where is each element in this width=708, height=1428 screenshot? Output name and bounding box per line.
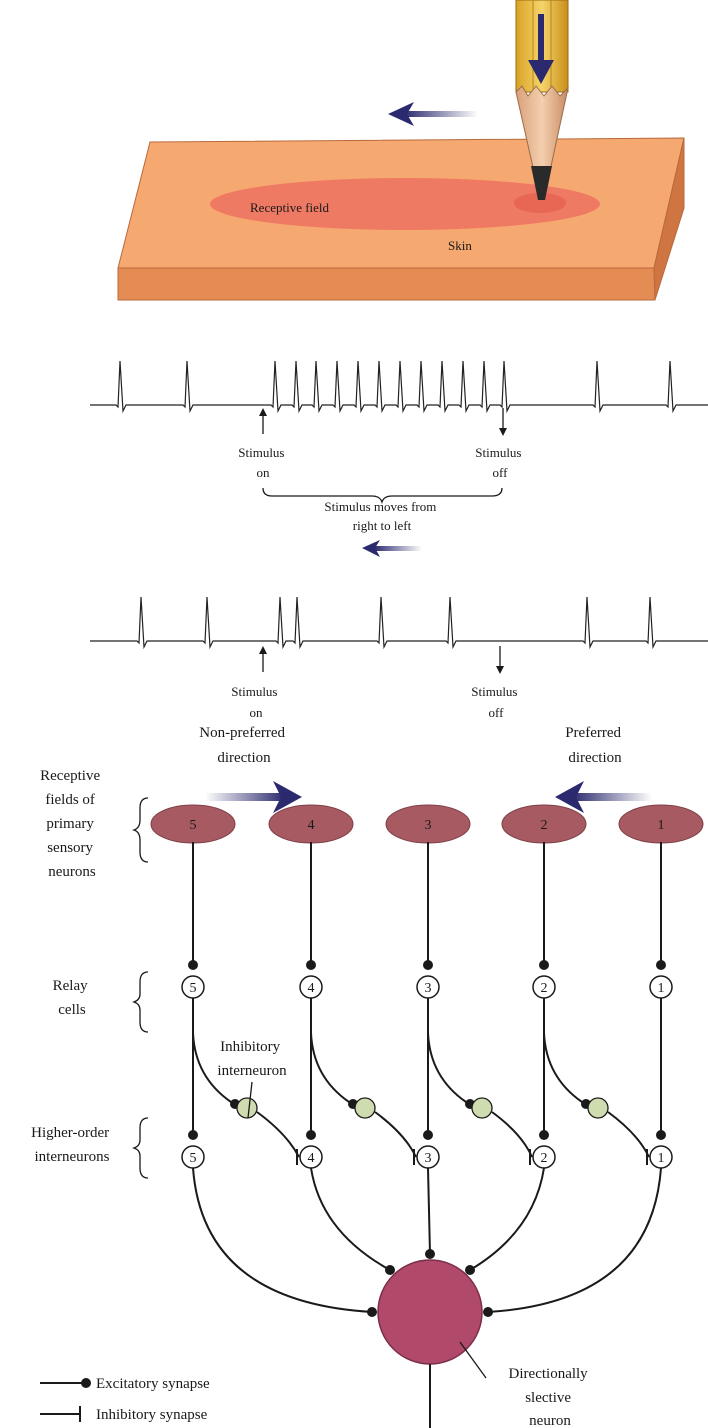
higher-order-brace xyxy=(131,1117,149,1179)
inhibitory-interneurons xyxy=(192,1032,650,1165)
movement-arrow-top xyxy=(388,102,478,126)
receptive-fields-row-label: Receptive fields of primary sensory neur… xyxy=(40,768,104,880)
preferred-arrow xyxy=(555,781,652,813)
excitatory-synapse xyxy=(306,1130,316,1140)
higher-order-row-label: Higher-order interneurons xyxy=(31,1125,113,1165)
excitatory-synapse xyxy=(656,1130,666,1140)
higher-order-cell-number: 1 xyxy=(658,1151,665,1166)
excitatory-synapse xyxy=(539,1130,549,1140)
inhibitory-interneuron xyxy=(354,1097,376,1119)
higher-order-interneurons: 5 4 3 2 1 xyxy=(181,1145,673,1169)
excitatory-synapse xyxy=(483,1307,493,1317)
inhibitory-axon xyxy=(491,1111,533,1158)
receptive-field-number: 3 xyxy=(425,818,432,833)
output-axon xyxy=(310,1167,391,1271)
inhibitory-axon xyxy=(374,1111,417,1158)
receptive-field-area xyxy=(210,178,600,230)
relay-cells-row-label: Relay cells xyxy=(53,978,92,1018)
excitatory-synapse xyxy=(425,1249,435,1259)
excitatory-synapse xyxy=(306,960,316,970)
skin-illustration: Receptive field Skin xyxy=(117,137,685,301)
legend-excitatory-label: Excitatory synapse xyxy=(96,1376,210,1392)
output-axon xyxy=(487,1167,662,1313)
receptive-field-number: 2 xyxy=(541,818,548,833)
output-connections xyxy=(192,1167,662,1317)
excitatory-synapse xyxy=(188,1130,198,1140)
stimulus-off-label-1: Stimulus off xyxy=(475,445,525,480)
stimulus-on-marker-1 xyxy=(259,408,267,434)
neural-circuit: 5 4 3 2 1 5 4 3 2 1 5 4 3 2 1 xyxy=(150,804,704,1317)
receptive-fields-brace xyxy=(131,797,149,863)
movement-label: Stimulus moves from right to left xyxy=(324,499,439,533)
relay-cell-number: 2 xyxy=(541,981,548,996)
excitatory-synapse xyxy=(367,1307,377,1317)
inhibitory-interneuron xyxy=(236,1097,258,1119)
excitatory-synapse xyxy=(423,960,433,970)
pencil-icon xyxy=(515,0,569,200)
stimulus-off-marker-1 xyxy=(499,408,507,436)
preferred-direction-label: Preferred direction xyxy=(565,725,625,766)
interneuron-branch xyxy=(543,1032,583,1103)
relay-cells-brace xyxy=(131,971,149,1033)
excitatory-synapse xyxy=(188,960,198,970)
directionally-selective-neuron xyxy=(377,1259,483,1365)
output-neuron-label: Directionally slective neuron xyxy=(509,1366,592,1428)
non-preferred-direction-label: Non-preferred direction xyxy=(199,725,289,766)
excitatory-synapse xyxy=(656,960,666,970)
stimulus-on-label-2: Stimulus on xyxy=(231,684,281,720)
inhibitory-interneuron xyxy=(587,1097,609,1119)
inhibitory-interneuron xyxy=(471,1097,493,1119)
receptive-field-number: 5 xyxy=(190,818,197,833)
relay-cell-number: 4 xyxy=(308,981,315,996)
stimulus-on-marker-2 xyxy=(259,646,267,672)
movement-arrow-trace xyxy=(362,540,422,557)
spike-trace-2: Stimulus on Stimulus off xyxy=(90,596,708,720)
output-axon xyxy=(192,1167,373,1313)
excitatory-synapse xyxy=(539,960,549,970)
excitatory-synapse xyxy=(465,1265,475,1275)
receptive-field-ovals: 5 4 3 2 1 xyxy=(150,804,704,844)
skin-label: Skin xyxy=(448,238,472,253)
higher-order-cell-number: 5 xyxy=(190,1151,197,1166)
relay-cell-number: 5 xyxy=(190,981,197,996)
receptive-field-label: Receptive field xyxy=(250,200,330,215)
interneuron-branch xyxy=(310,1032,350,1103)
interneuron-branch xyxy=(427,1032,467,1103)
legend-excitatory: Excitatory synapse xyxy=(40,1376,210,1392)
higher-order-cell-number: 4 xyxy=(308,1151,315,1166)
stimulus-off-label-2: Stimulus off xyxy=(471,684,521,720)
relay-cell-number: 3 xyxy=(425,981,432,996)
excitatory-synapse xyxy=(385,1265,395,1275)
spike-trace-1: Stimulus on Stimulus off Stimulus moves … xyxy=(90,360,708,557)
inhibitory-interneuron-label: Inhibitory interneuron xyxy=(217,1039,287,1079)
relay-cells: 5 4 3 2 1 xyxy=(181,975,673,999)
stimulus-duration-brace xyxy=(262,487,503,505)
output-axon xyxy=(427,1167,431,1255)
inhibitory-axon xyxy=(607,1111,650,1158)
stimulus-on-label-1: Stimulus on xyxy=(238,445,288,480)
relay-cell-number: 1 xyxy=(658,981,665,996)
inhibitory-axon xyxy=(256,1111,300,1158)
legend-inhibitory: Inhibitory synapse xyxy=(40,1406,208,1423)
legend: Excitatory synapse Inhibitory synapse xyxy=(40,1376,210,1423)
higher-order-cell-number: 2 xyxy=(541,1151,548,1166)
receptive-field-number: 1 xyxy=(658,818,665,833)
output-axon xyxy=(469,1167,545,1271)
stimulus-off-marker-2 xyxy=(496,646,504,674)
excitatory-synapse xyxy=(423,1130,433,1140)
legend-inhibitory-label: Inhibitory synapse xyxy=(96,1407,208,1423)
non-preferred-arrow xyxy=(205,781,302,813)
receptive-field-number: 4 xyxy=(308,818,315,833)
higher-order-cell-number: 3 xyxy=(425,1151,432,1166)
